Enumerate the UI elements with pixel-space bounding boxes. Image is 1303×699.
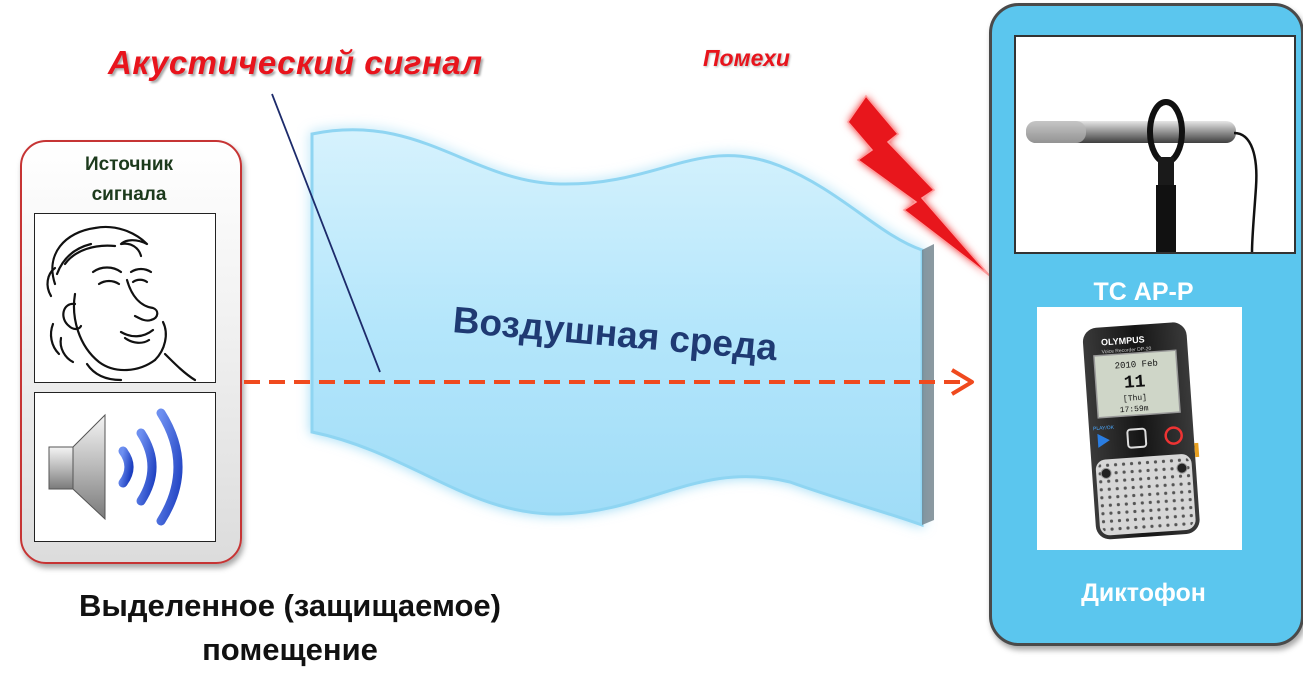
recorder-panel: OLYMPUS Voice Recorder DP-20 2010 Feb 11… — [1037, 307, 1242, 550]
source-title-line2: сигнала — [91, 184, 167, 205]
speaker-panel — [34, 392, 216, 542]
record-button-icon — [1164, 426, 1183, 445]
noise-label: Помехи — [703, 45, 790, 71]
recorder-time: 17:59m — [1120, 404, 1150, 415]
device-type-label: ТС АР-Р — [1093, 278, 1194, 306]
microphone-icon — [1026, 99, 1258, 252]
pointer-line — [271, 93, 381, 373]
recorder-date: 2010 Feb — [1114, 359, 1158, 372]
recorder-brand: OLYMPUS — [1101, 334, 1145, 347]
microphone-panel — [1014, 35, 1296, 254]
recorder-weekday: [Thu] — [1123, 393, 1148, 404]
source-title-line1: Источник — [84, 154, 174, 175]
signal-source-title: Источник сигнала — [20, 150, 238, 210]
acoustic-signal-label: Акустический сигнал — [108, 44, 483, 81]
voice-recorder-icon: OLYMPUS Voice Recorder DP-20 2010 Feb 11… — [1082, 322, 1200, 540]
recorder-model: Voice Recorder DP-20 — [1101, 346, 1151, 355]
protected-room-label: Выделенное (защищаемое) помещение — [30, 584, 550, 672]
air-medium-shape — [310, 128, 934, 528]
recorder-day: 11 — [1123, 372, 1146, 393]
lightning-icon — [847, 94, 991, 277]
signal-arrow-head — [950, 368, 974, 396]
recorder-play-label: PLAY/OK — [1093, 425, 1115, 432]
play-button-icon — [1097, 433, 1110, 448]
cartoon-face-icon — [46, 225, 197, 382]
stop-button-icon — [1126, 427, 1148, 449]
room-label-line2: помещение — [202, 632, 378, 667]
device-name-label: Диктофон — [1081, 579, 1206, 607]
speaker-icon — [48, 408, 183, 526]
room-label-line1: Выделенное (защищаемое) — [79, 588, 501, 623]
face-panel — [34, 213, 216, 383]
